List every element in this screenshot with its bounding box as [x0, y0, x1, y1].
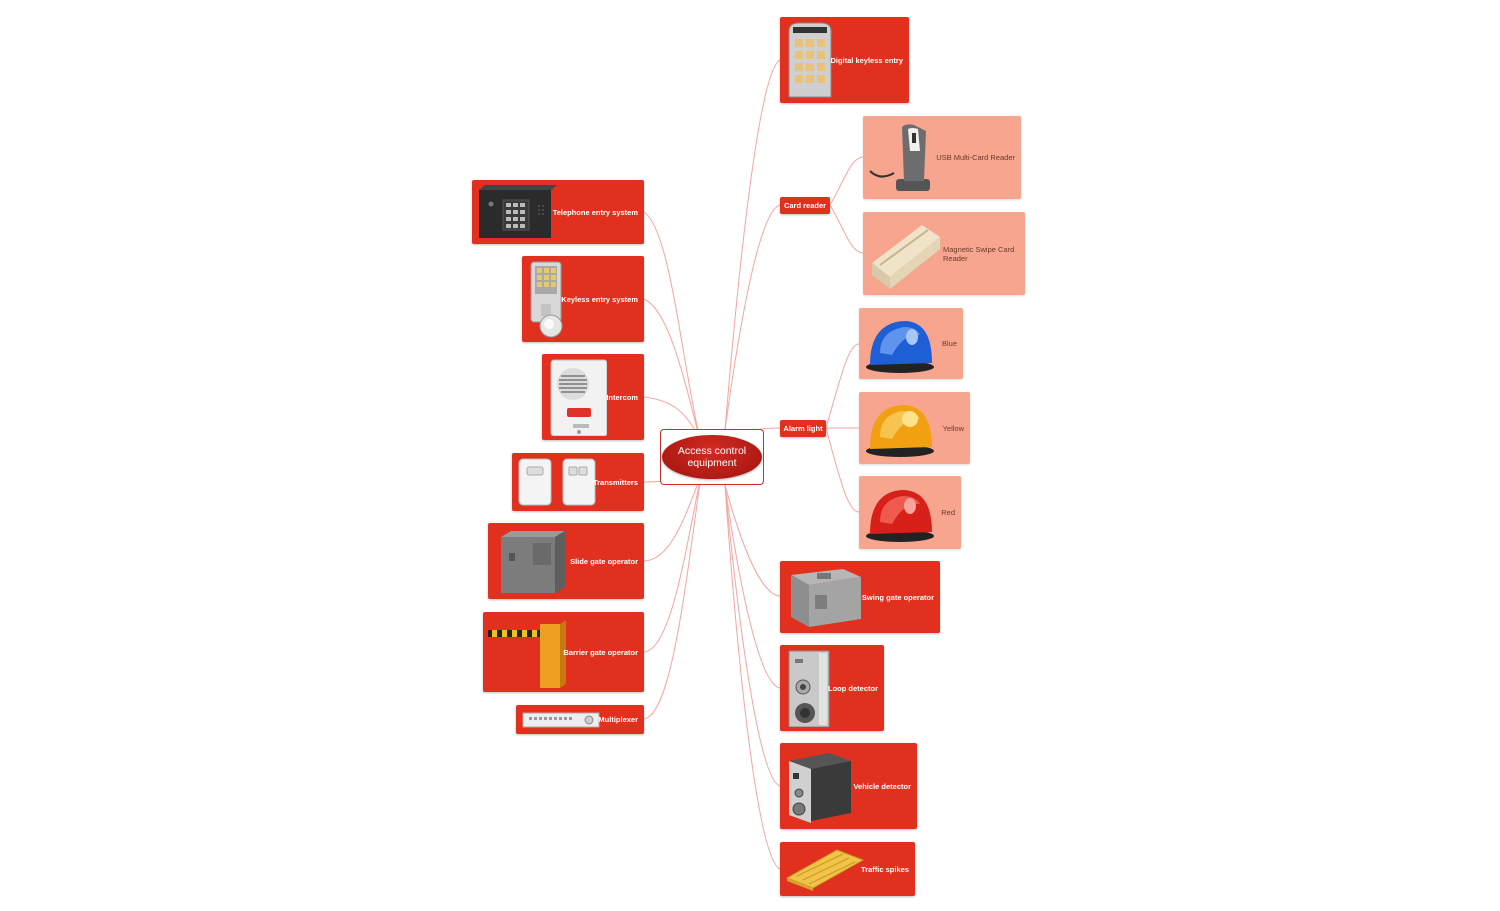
node-label: Red — [941, 508, 955, 517]
node-label: Swing gate operator — [861, 592, 934, 602]
traffic-spikes-icon — [784, 846, 866, 892]
link-digital-keyless — [724, 59, 781, 431]
red-alarm-light-icon — [863, 480, 939, 545]
node-magnetic-swipe-card-reader[interactable]: Magnetic Swipe Card Reader — [863, 212, 1025, 295]
digital-keypad-icon — [784, 21, 836, 99]
node-label: Traffic spikes — [861, 864, 909, 874]
intercom-icon — [546, 358, 608, 436]
link-alarm-red — [825, 427, 860, 513]
vehicle-detector-icon — [784, 747, 854, 825]
central-topic[interactable]: Access control equipment — [660, 429, 764, 485]
barrier-gate-icon — [487, 616, 569, 688]
link-vehicle-detector — [724, 484, 781, 787]
node-label: Slide gate operator — [570, 556, 638, 566]
node-label: Keyless entry system — [561, 294, 638, 304]
telephone-entry-icon — [476, 184, 558, 240]
node-alarm-yellow[interactable]: Yellow — [859, 392, 970, 464]
node-label: Transmitters — [592, 477, 638, 487]
node-digital-keyless-entry[interactable]: Digital keyless entry — [780, 17, 909, 103]
yellow-alarm-light-icon — [863, 396, 939, 460]
link-loop-detector — [724, 484, 781, 689]
link-card-reader — [724, 204, 781, 431]
node-alarm-blue[interactable]: Blue — [859, 308, 963, 379]
node-alarm-red[interactable]: Red — [859, 476, 961, 549]
node-keyless-entry-system[interactable]: Keyless entry system — [522, 256, 644, 342]
node-label: Loop detector — [828, 683, 878, 693]
loop-detector-icon — [784, 649, 832, 727]
link-multiplexer — [643, 481, 701, 720]
link-keyless — [643, 298, 701, 441]
link-telephone — [643, 211, 701, 441]
link-swipe-reader — [829, 204, 864, 254]
node-label: Blue — [941, 339, 957, 348]
node-slide-gate-operator[interactable]: Slide gate operator — [488, 523, 644, 599]
link-traffic-spikes — [724, 484, 781, 870]
node-intercom[interactable]: Intercom — [542, 354, 644, 440]
blue-alarm-light-icon — [863, 312, 939, 375]
link-alarm-blue — [825, 343, 860, 429]
node-label: Vehicle detector — [853, 781, 911, 791]
central-topic-label: Access control equipment — [662, 435, 762, 479]
node-label: Magnetic Swipe Card Reader — [943, 244, 1015, 263]
node-label: Barrier gate operator — [563, 647, 638, 657]
swing-gate-operator-icon — [784, 565, 864, 629]
link-barrier-gate — [643, 479, 701, 653]
node-label: Intercom — [606, 392, 638, 402]
multiplexer-icon — [520, 709, 602, 730]
magnetic-swipe-reader-icon — [867, 216, 947, 291]
link-slide-gate — [643, 477, 701, 562]
node-traffic-spikes[interactable]: Traffic spikes — [780, 842, 915, 896]
node-transmitters[interactable]: Transmitters — [512, 453, 644, 511]
node-vehicle-detector[interactable]: Vehicle detector — [780, 743, 917, 829]
node-label: Multiplexer — [598, 715, 638, 724]
node-label: USB Multi-Card Reader — [936, 153, 1015, 162]
node-usb-multi-card-reader[interactable]: USB Multi-Card Reader — [863, 116, 1021, 199]
node-telephone-entry-system[interactable]: Telephone entry system — [472, 180, 644, 244]
node-label: Digital keyless entry — [830, 55, 903, 65]
node-label: Telephone entry system — [552, 207, 638, 217]
node-alarm-light[interactable]: Alarm light — [780, 420, 826, 437]
remote-transmitter-icon — [516, 457, 598, 507]
keyless-lock-icon — [526, 260, 568, 338]
node-swing-gate-operator[interactable]: Swing gate operator — [780, 561, 940, 633]
node-multiplexer[interactable]: Multiplexer — [516, 705, 644, 734]
node-loop-detector[interactable]: Loop detector — [780, 645, 884, 731]
node-label: Yellow — [942, 423, 964, 433]
link-usb-reader — [829, 156, 864, 206]
link-swing-gate — [724, 484, 781, 597]
node-barrier-gate-operator[interactable]: Barrier gate operator — [483, 612, 644, 692]
node-card-reader[interactable]: Card reader — [780, 197, 830, 214]
usb-card-reader-icon — [867, 120, 933, 195]
slide-gate-operator-icon — [492, 527, 572, 595]
